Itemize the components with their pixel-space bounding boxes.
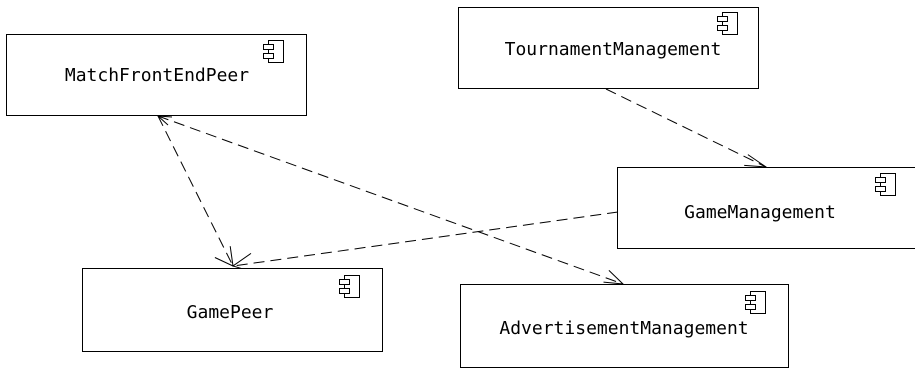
component-box xyxy=(82,268,383,352)
component-icon xyxy=(875,173,896,196)
dependency-matchfrontend-to-advertisement xyxy=(157,115,625,285)
component-box xyxy=(460,284,789,368)
component-match-front-end-peer[interactable]: MatchFrontEndPeer xyxy=(6,34,307,116)
component-box xyxy=(617,167,915,249)
dependency-matchfrontend-to-gamepeer xyxy=(157,115,234,267)
component-tournament-management[interactable]: TournamentManagement xyxy=(458,7,759,89)
dependency-gamemanagement-to-gamepeer xyxy=(231,211,619,273)
component-icon xyxy=(745,291,766,314)
component-label: AdvertisementManagement xyxy=(499,318,748,339)
component-box xyxy=(6,34,307,116)
component-game-management[interactable]: GameManagement xyxy=(617,167,915,249)
dependencies xyxy=(156,88,768,285)
component-icon xyxy=(717,12,738,35)
component-icon xyxy=(263,40,284,63)
dependency-tournament-to-gamemanagement xyxy=(605,88,768,168)
component-label: TournamentManagement xyxy=(505,39,722,60)
component-label: GameManagement xyxy=(684,202,836,223)
component-label: MatchFrontEndPeer xyxy=(65,65,249,86)
component-icon xyxy=(339,275,360,298)
component-advertisement-management[interactable]: AdvertisementManagement xyxy=(460,284,789,368)
component-game-peer[interactable]: GamePeer xyxy=(82,268,383,352)
component-label: GamePeer xyxy=(187,302,274,323)
component-box xyxy=(458,7,759,89)
